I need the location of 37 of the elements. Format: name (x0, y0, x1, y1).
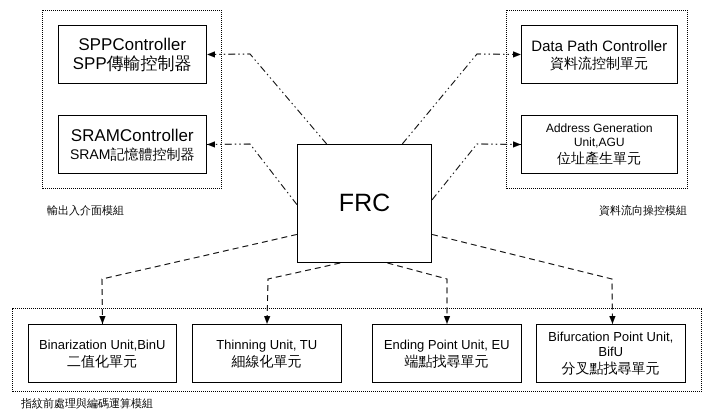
unit-name: Ending Point Unit, EU (382, 338, 511, 353)
unit-subtitle: SRAM記憶體控制器 (68, 146, 196, 162)
unit-box (58, 114, 207, 174)
unit-box (520, 114, 678, 174)
arrow (432, 141, 522, 200)
arrow (402, 51, 522, 144)
module-label: 資料流向操控模組 (599, 204, 687, 218)
unit-box (297, 144, 432, 263)
unit-subtitle: 細線化單元 (230, 352, 303, 369)
arrow (386, 262, 450, 324)
unit-name: Address Generation Unit,AGU (544, 122, 654, 150)
unit-name: Bifurcation Point Unit, BifU (547, 330, 674, 360)
unit-box (372, 324, 522, 383)
unit-name: SRAMController (70, 126, 195, 146)
arrow (432, 234, 616, 324)
arrow (99, 234, 298, 324)
unit-subtitle: 端點找尋單元 (404, 352, 490, 369)
unit-box (192, 324, 342, 383)
arrow (264, 262, 341, 324)
unit-name: SPPController (77, 34, 188, 54)
unit-subtitle: 二值化單元 (66, 352, 138, 369)
module-label: 輸出入介面模組 (47, 204, 124, 218)
unit-name: FRC (338, 189, 392, 218)
unit-box (58, 24, 207, 84)
unit-name: Binarization Unit,BinU (38, 338, 166, 353)
unit-subtitle: 資料流控制單元 (549, 54, 650, 71)
module-label: 指紋前處理與編碼運算模組 (21, 397, 153, 411)
unit-subtitle: 位址產生單元 (556, 150, 642, 166)
unit-name: Thinning Unit, TU (215, 338, 318, 353)
arrow (206, 51, 328, 144)
unit-box (520, 24, 678, 84)
unit-name: Data Path Controller (530, 38, 668, 55)
unit-subtitle: SPP傳輸控制器 (72, 54, 193, 74)
unit-box (536, 324, 686, 383)
unit-subtitle: 分叉點找尋單元 (560, 360, 661, 376)
arrow (206, 141, 298, 206)
unit-box (28, 324, 177, 383)
